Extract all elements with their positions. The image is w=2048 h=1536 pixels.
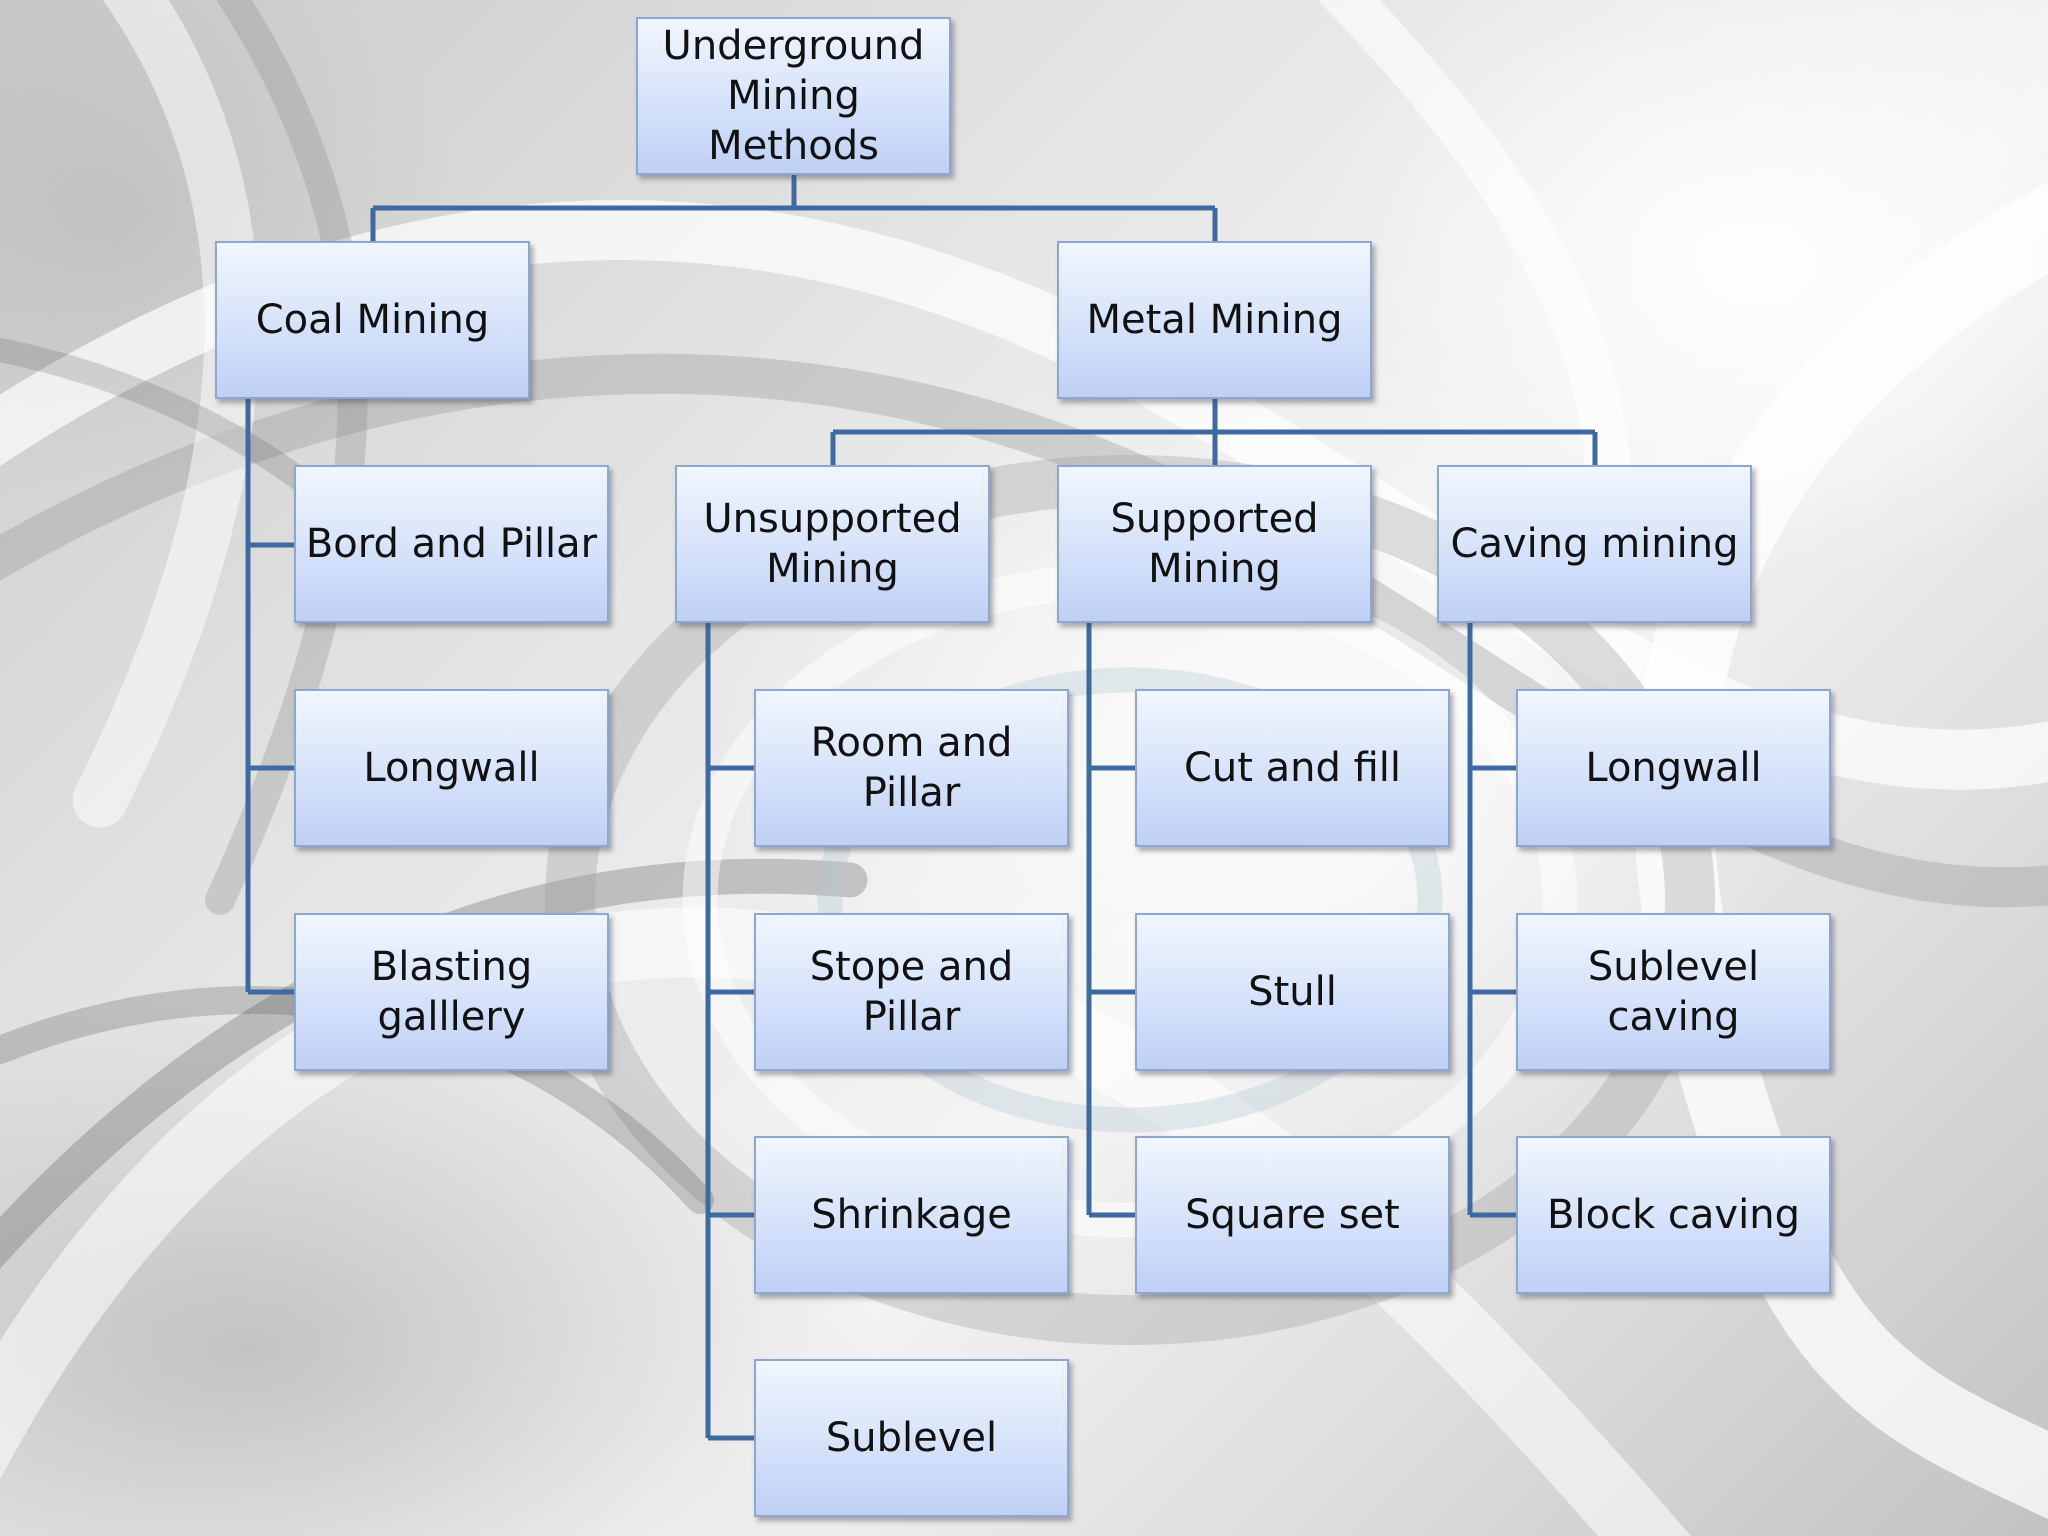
node-blasting-gallery: Blasting galllery: [294, 913, 609, 1071]
node-block-caving: Block caving: [1516, 1136, 1831, 1294]
node-metal-mining: Metal Mining: [1057, 241, 1372, 399]
node-square-set: Square set: [1135, 1136, 1450, 1294]
node-stope-and-pillar: Stope and Pillar: [754, 913, 1069, 1071]
node-coal-mining: Coal Mining: [215, 241, 530, 399]
node-stull: Stull: [1135, 913, 1450, 1071]
node-coal-longwall: Longwall: [294, 689, 609, 847]
node-sublevel-caving: Sublevel caving: [1516, 913, 1831, 1071]
node-room-and-pillar: Room and Pillar: [754, 689, 1069, 847]
node-shrinkage: Shrinkage: [754, 1136, 1069, 1294]
connector-unsupported-mining-children: [705, 623, 754, 1441]
node-bord-and-pillar: Bord and Pillar: [294, 465, 609, 623]
node-underground-mining-methods: Underground Mining Methods: [636, 17, 951, 175]
node-caving-longwall: Longwall: [1516, 689, 1831, 847]
connector-metal-mining-children: [830, 399, 1598, 465]
connector-root-to-children: [370, 175, 1218, 241]
node-caving-mining: Caving mining: [1437, 465, 1752, 623]
node-cut-and-fill: Cut and fill: [1135, 689, 1450, 847]
connector-coal-mining-children: [245, 399, 294, 995]
node-sublevel: Sublevel: [754, 1359, 1069, 1517]
connector-caving-mining-children: [1467, 623, 1516, 1218]
node-unsupported-mining: Unsupported Mining: [675, 465, 990, 623]
connector-supported-mining-children: [1086, 623, 1135, 1218]
node-supported-mining: Supported Mining: [1057, 465, 1372, 623]
